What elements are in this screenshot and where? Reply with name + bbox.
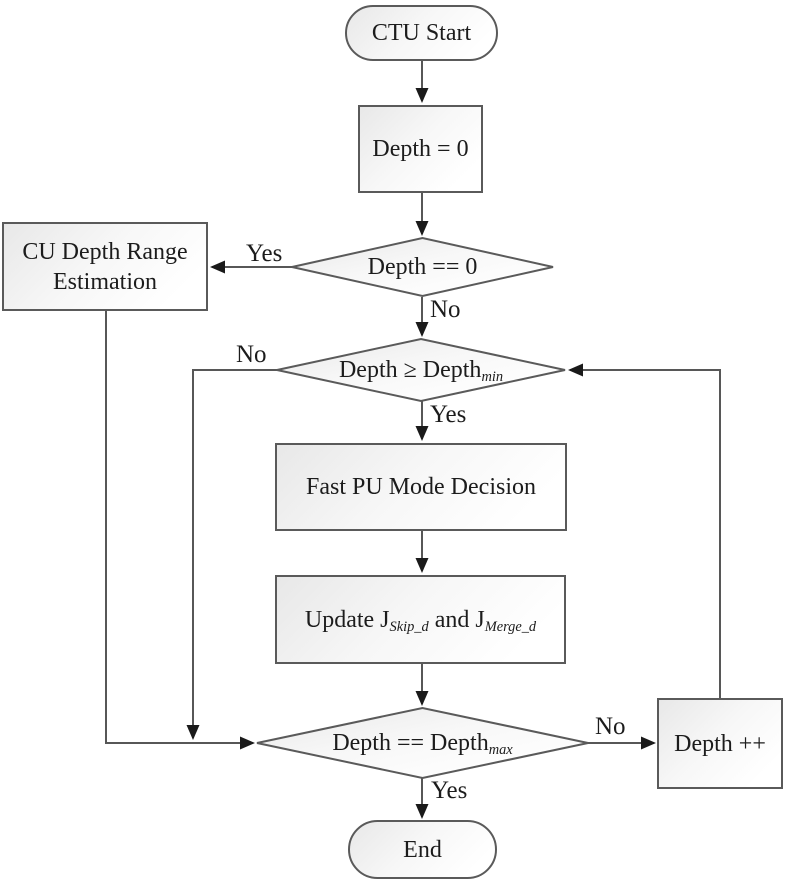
- node-update-j-label: Update JSkip_d and JMerge_d: [304, 606, 537, 635]
- node-depth-increment-label: Depth ++: [674, 730, 766, 757]
- edge-depthinc-loop-to-checkmin: [568, 363, 721, 698]
- node-fast-pu: Fast PU Mode Decision: [275, 443, 567, 531]
- node-fast-pu-label: Fast PU Mode Decision: [306, 474, 536, 500]
- edge-checkmin-no-loop: [186, 369, 277, 740]
- node-depth-increment: Depth ++: [657, 698, 783, 789]
- node-cu-depth-range: CU Depth Range Estimation: [2, 222, 208, 311]
- node-set-depth: Depth = 0: [358, 105, 483, 193]
- node-check-depth-zero-shape: [291, 236, 554, 298]
- node-ctu-start-label: CTU Start: [371, 20, 472, 46]
- edge-label-depth-max-yes: Yes: [431, 777, 468, 804]
- node-update-j: Update JSkip_d and JMerge_d: [275, 575, 566, 664]
- edge-label-depth-min-no: No: [236, 341, 267, 368]
- node-end: End: [348, 820, 497, 879]
- edge-label-depth-min-yes: Yes: [430, 401, 467, 428]
- edge-curange-to-checkmax: [105, 310, 255, 750]
- node-cu-depth-range-label: CU Depth Range Estimation: [22, 238, 188, 295]
- node-end-label: End: [403, 836, 442, 863]
- edge-label-depth-zero-yes: Yes: [246, 240, 283, 267]
- node-check-depth-min-shape: [276, 337, 566, 403]
- node-set-depth-label: Depth = 0: [372, 136, 469, 162]
- node-ctu-start: CTU Start: [345, 5, 498, 61]
- edge-label-depth-zero-no: No: [430, 296, 461, 323]
- node-check-depth-max-shape: [256, 706, 589, 780]
- edge-label-depth-max-no: No: [595, 713, 626, 740]
